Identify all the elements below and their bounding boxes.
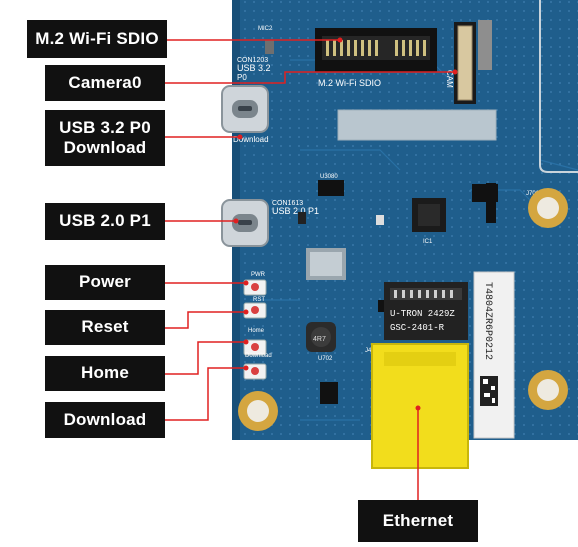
callout-m2-wifi-sdio: M.2 Wi-Fi SDIO	[27, 20, 167, 58]
silk-ic1: IC1	[423, 239, 433, 245]
ethernet-jack-body	[384, 282, 468, 340]
silk-mic: MIC2	[258, 26, 273, 32]
silk-u702: U702	[318, 356, 333, 362]
silk-u3080: U3080	[320, 174, 338, 180]
silk-rst: RST	[253, 297, 265, 303]
ethernet-port-yellow	[371, 343, 469, 469]
callout-camera0: Camera0	[45, 65, 165, 101]
ethernet-text-1: U-TRON 2429Z	[390, 309, 455, 319]
leader-dots	[233, 37, 458, 411]
callout-power: Power	[45, 265, 165, 300]
usb-c-connector-p0	[221, 85, 269, 133]
silk-dl: Download	[245, 353, 272, 359]
silk-p0: P0	[237, 73, 247, 82]
silk-usb32: USB 3.2	[237, 63, 271, 73]
tactile-buttons	[243, 279, 267, 380]
silk-home: Home	[248, 328, 265, 334]
camera-connector	[454, 22, 476, 104]
callout-reset: Reset	[45, 310, 165, 345]
silk-j701: J701	[526, 191, 540, 197]
ic-chips	[298, 180, 498, 404]
callout-download: Download	[45, 402, 165, 438]
silk-j4: J4	[365, 348, 372, 354]
silk-inductor: 4R7	[313, 336, 326, 343]
mounting-holes	[238, 188, 568, 431]
silk-m2: M.2 Wi-Fi SDIO	[318, 78, 381, 88]
callout-ethernet: Ethernet	[358, 500, 478, 542]
leader-lines	[165, 39, 455, 500]
silk-cam: CAM	[445, 70, 454, 88]
silk-download: Download	[233, 135, 269, 144]
label-sticker	[473, 271, 515, 439]
silk-usb32-ref: CON1203	[237, 57, 268, 64]
silk-usb20-ref: CON1613	[272, 200, 303, 207]
callout-home: Home	[45, 356, 165, 391]
silk-pwr: PWR	[251, 272, 266, 278]
label-sticker-text: T4804ZR6P0212	[482, 282, 493, 360]
usb-c-connector-p1	[221, 199, 269, 247]
silk-usb20: USB 2.0 P1	[272, 206, 319, 216]
shield-pad	[338, 110, 496, 140]
callout-usb-3-2-p0-download: USB 3.2 P0 Download	[45, 110, 165, 166]
inductor	[306, 322, 336, 352]
callout-usb-2-0-p1: USB 2.0 P1	[45, 203, 165, 240]
ethernet-text-2: GSC-2401-R	[390, 323, 445, 333]
